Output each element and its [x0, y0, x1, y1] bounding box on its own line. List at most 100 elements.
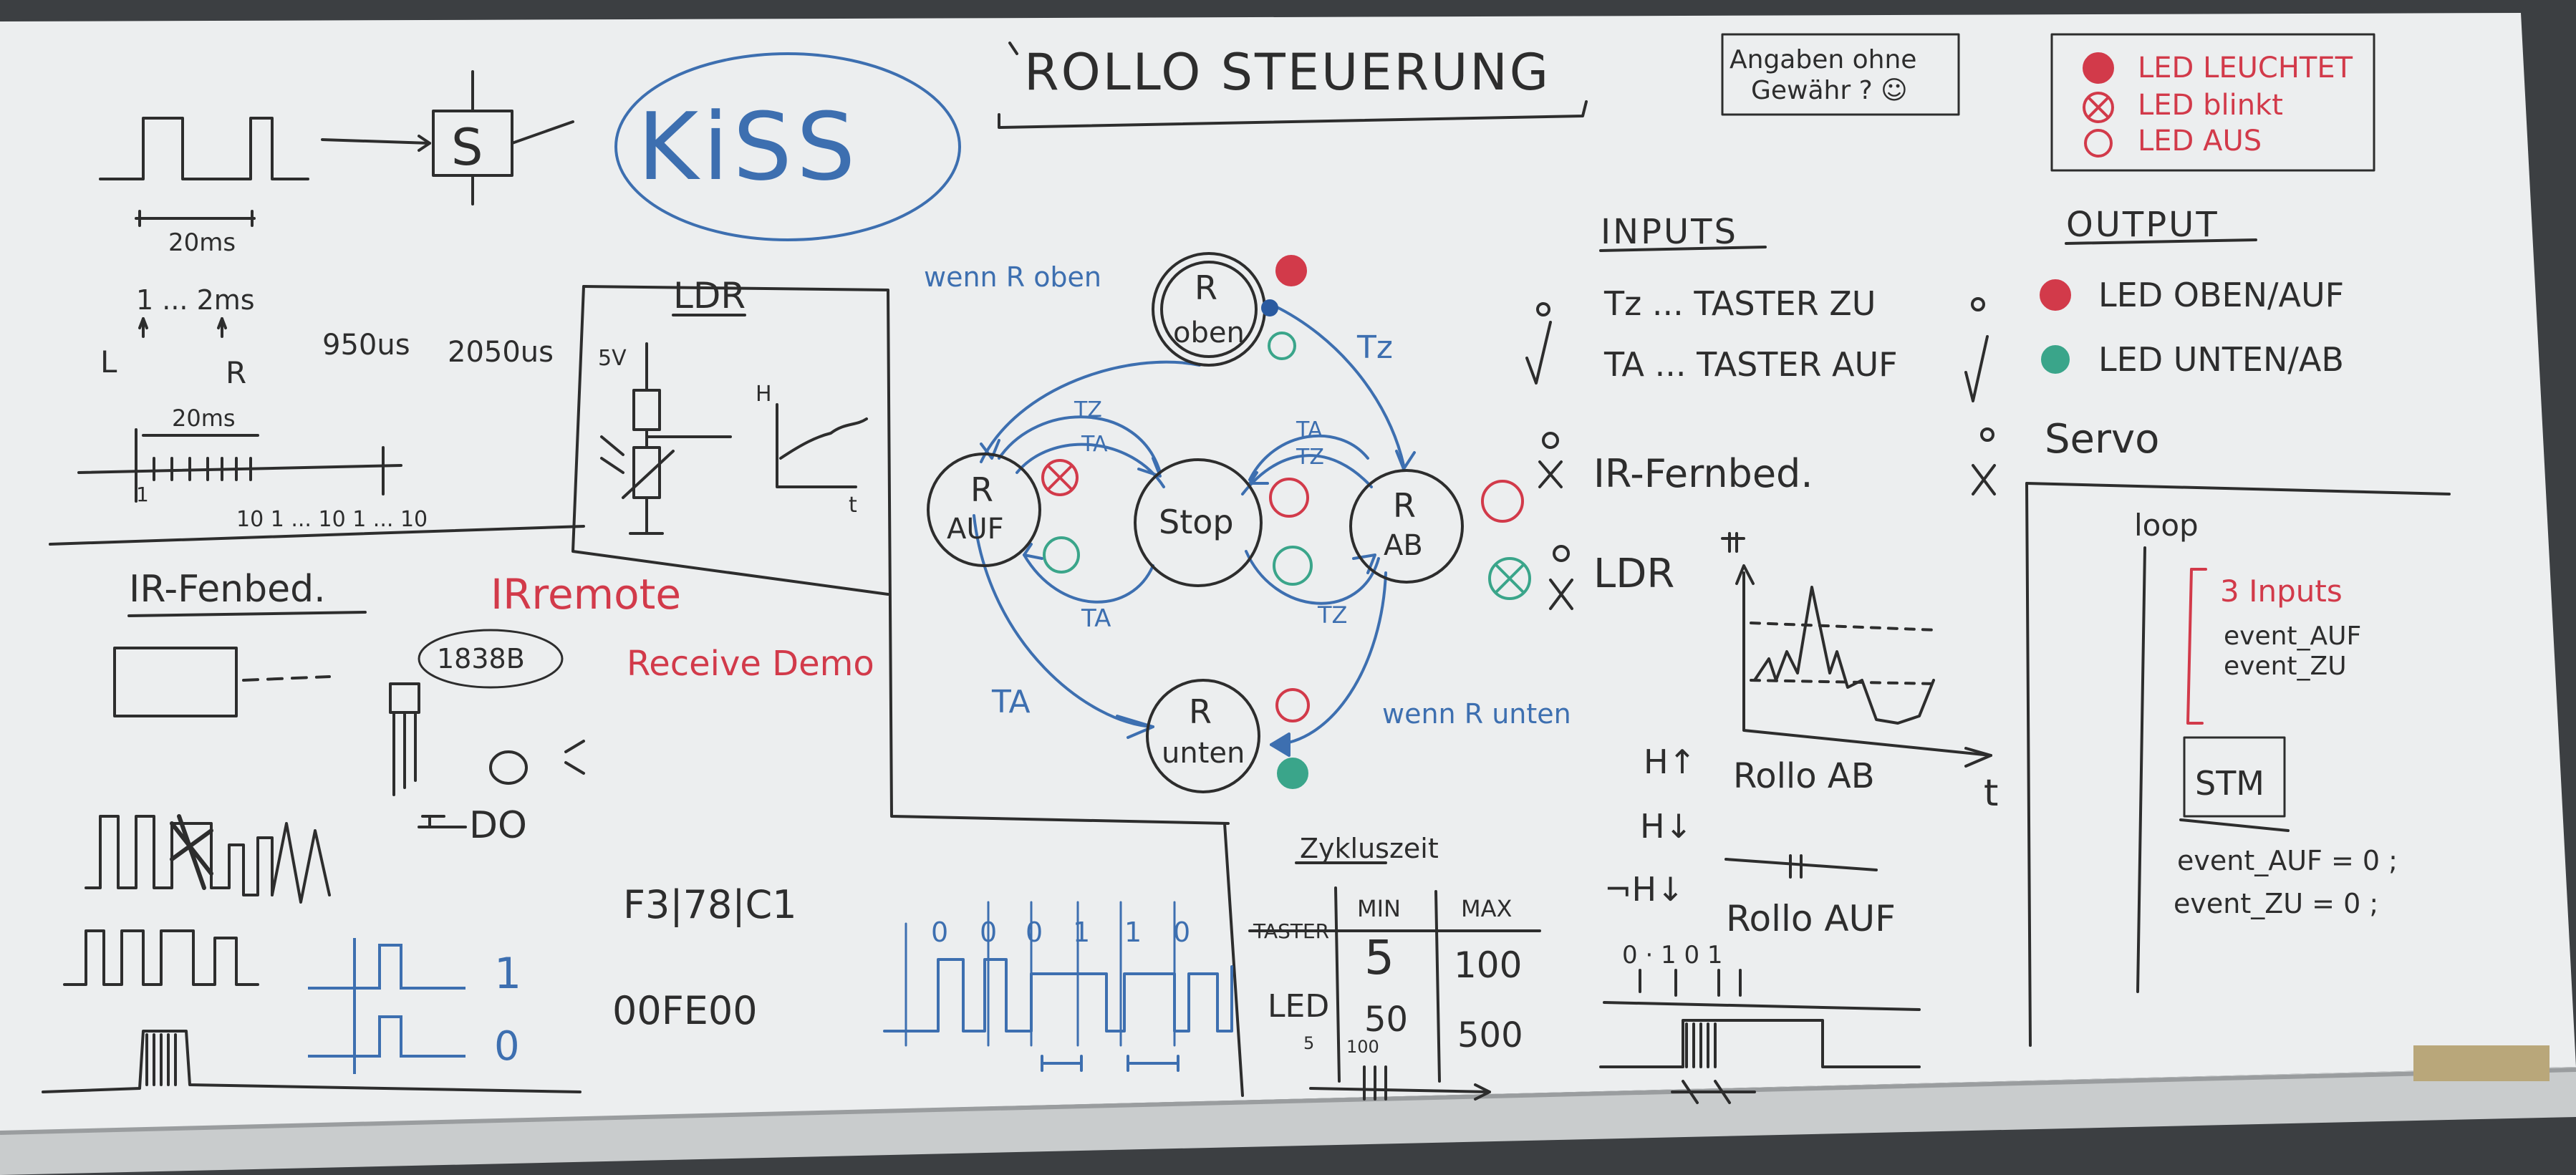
pulse-range: 1 ... 2ms	[136, 284, 255, 316]
loop-stm: STM	[2195, 764, 2264, 803]
trans-wenn-r-oben: wenn R oben	[924, 261, 1101, 293]
legend-off: LED AUS	[2138, 125, 2262, 158]
pulse-first: 1	[136, 483, 149, 506]
board-tray	[0, 1067, 2576, 1175]
pulse-counts: 10 1 ... 10 1 ... 10	[236, 507, 428, 532]
ldr-axis-y: H	[756, 382, 772, 407]
input-ir: IR-Fernbed.	[1593, 451, 1813, 496]
board-title: ROLLO STEUERUNG	[1024, 43, 1550, 102]
output-title: OUTPUT	[2066, 205, 2219, 245]
cycle-row2-min: 50	[1364, 1000, 1408, 1040]
legend-blink: LED blinkt	[2138, 89, 2283, 122]
cycle-row1-min: 5	[1364, 930, 1394, 985]
loop-inputs: 3 Inputs	[2220, 574, 2343, 609]
disclaimer-line1: Angaben ohne	[1730, 45, 1916, 74]
pulse-max: 2050us	[448, 336, 554, 369]
input-ldr: LDR	[1593, 551, 1674, 597]
inputs-title: INPUTS	[1601, 212, 1738, 252]
trans-ta-b: TA	[1081, 604, 1111, 633]
loop-event-zu: event_ZU	[2224, 652, 2347, 681]
state-oben-r: R	[1195, 269, 1217, 307]
marker-holder	[2413, 1045, 2550, 1081]
hyst-rollo-ab: Rollo AB	[1733, 756, 1875, 796]
ir-plus-symbol	[489, 750, 528, 785]
trans-tz-top: Tz	[1356, 329, 1393, 366]
trans-tz-a: TZ	[1074, 397, 1102, 422]
kiss-label: KiSS	[637, 92, 859, 201]
input-tz: Tz ... TASTER ZU	[1603, 284, 1876, 323]
whiteboard-surface	[0, 13, 2576, 1131]
state-stop: Stop	[1159, 503, 1234, 541]
bit-1: 0	[980, 917, 997, 948]
servo-switch-label: S	[451, 118, 483, 177]
trans-ta-left: TA	[991, 684, 1031, 720]
state-oben: oben	[1173, 316, 1245, 349]
hyst-seq: 0 · 1 0 1	[1622, 941, 1723, 970]
state-unten-r: R	[1189, 692, 1212, 731]
ir-code1: F3|78|C1	[623, 882, 797, 927]
pulse-min: 950us	[322, 329, 410, 362]
cycle-row1: TASTER	[1253, 919, 1329, 943]
pulse-left: L	[100, 344, 117, 379]
hyst-rollo-auf: Rollo AUF	[1726, 898, 1896, 939]
ldr-axis-x: t	[849, 493, 857, 518]
state-auf-r: R	[970, 470, 993, 509]
output-led-top: LED OBEN/AUF	[2098, 276, 2344, 314]
loop-label: loop	[2134, 508, 2199, 543]
trans-ta-a: TA	[1081, 432, 1108, 457]
cycle-axis-b: 100	[1346, 1037, 1379, 1057]
state-unten: unten	[1162, 737, 1245, 770]
bit-4: 1	[1124, 917, 1142, 948]
bit-3: 1	[1073, 917, 1090, 948]
legend-led-blink-icon	[2083, 92, 2114, 123]
servo-period: 20ms	[168, 228, 236, 257]
hyst-up: H↑	[1644, 743, 1696, 781]
disclaimer-line2: Gewähr ? ☺	[1751, 76, 1908, 105]
kiss-oval	[614, 52, 961, 241]
ir-chip: 1838B	[437, 643, 525, 674]
ldr-title: LDR	[673, 275, 746, 316]
input-ta: TA ... TASTER AUF	[1603, 345, 1898, 384]
cycle-col-min: MIN	[1357, 895, 1401, 922]
hyst-not-down: ¬H↓	[1604, 870, 1684, 909]
output-led-bottom: LED UNTEN/AB	[2098, 340, 2344, 379]
legend-led-on-icon	[2083, 52, 2114, 84]
output-servo: Servo	[2045, 416, 2159, 463]
bit-2: 0	[1026, 917, 1043, 948]
output-led-bottom-icon	[2041, 345, 2070, 374]
legend-led-off-icon	[2084, 129, 2113, 158]
trans-tz-c: TZ	[1296, 445, 1324, 470]
cycle-row2-max: 500	[1457, 1015, 1523, 1055]
state-ab-r: R	[1393, 486, 1416, 525]
cycle-row1-max: 100	[1454, 944, 1522, 986]
cycle-col-max: MAX	[1461, 895, 1512, 922]
hyst-down: H↓	[1640, 807, 1692, 846]
cycle-axis-a: 5	[1303, 1033, 1314, 1053]
bit-0: 0	[931, 917, 948, 948]
pulse-period: 20ms	[172, 405, 236, 432]
bit-5: 0	[1173, 917, 1190, 948]
state-auf: AUF	[947, 513, 1004, 546]
loop-reset2: event_ZU = 0 ;	[2174, 888, 2378, 919]
ir-code2: 00FE00	[612, 988, 758, 1033]
loop-event-auf: event_AUF	[2224, 622, 2361, 651]
trans-ta-c: TA	[1296, 417, 1323, 443]
loop-reset1: event_AUF = 0 ;	[2177, 845, 2398, 876]
output-led-top-icon	[2040, 279, 2071, 311]
ir-bit0: 0	[494, 1023, 520, 1070]
trans-tz-d: TZ	[1317, 601, 1347, 629]
trans-wenn-r-unten: wenn R unten	[1382, 698, 1571, 730]
ir-library: IRremote	[491, 570, 681, 619]
ir-demo: Receive Demo	[627, 644, 874, 684]
ir-bit1: 1	[494, 949, 521, 999]
ldr-supply: 5V	[598, 346, 627, 371]
state-ab: AB	[1384, 529, 1423, 562]
ir-title: IR-Fenbed.	[129, 568, 326, 611]
ir-pin: DO	[469, 804, 527, 847]
cycle-row2: LED	[1268, 988, 1329, 1025]
cycle-title: Zykluszeit	[1300, 833, 1439, 864]
legend-lit: LED LEUCHTET	[2138, 52, 2353, 84]
ldr-graph-t: t	[1984, 772, 1998, 815]
pulse-right: R	[226, 355, 246, 390]
